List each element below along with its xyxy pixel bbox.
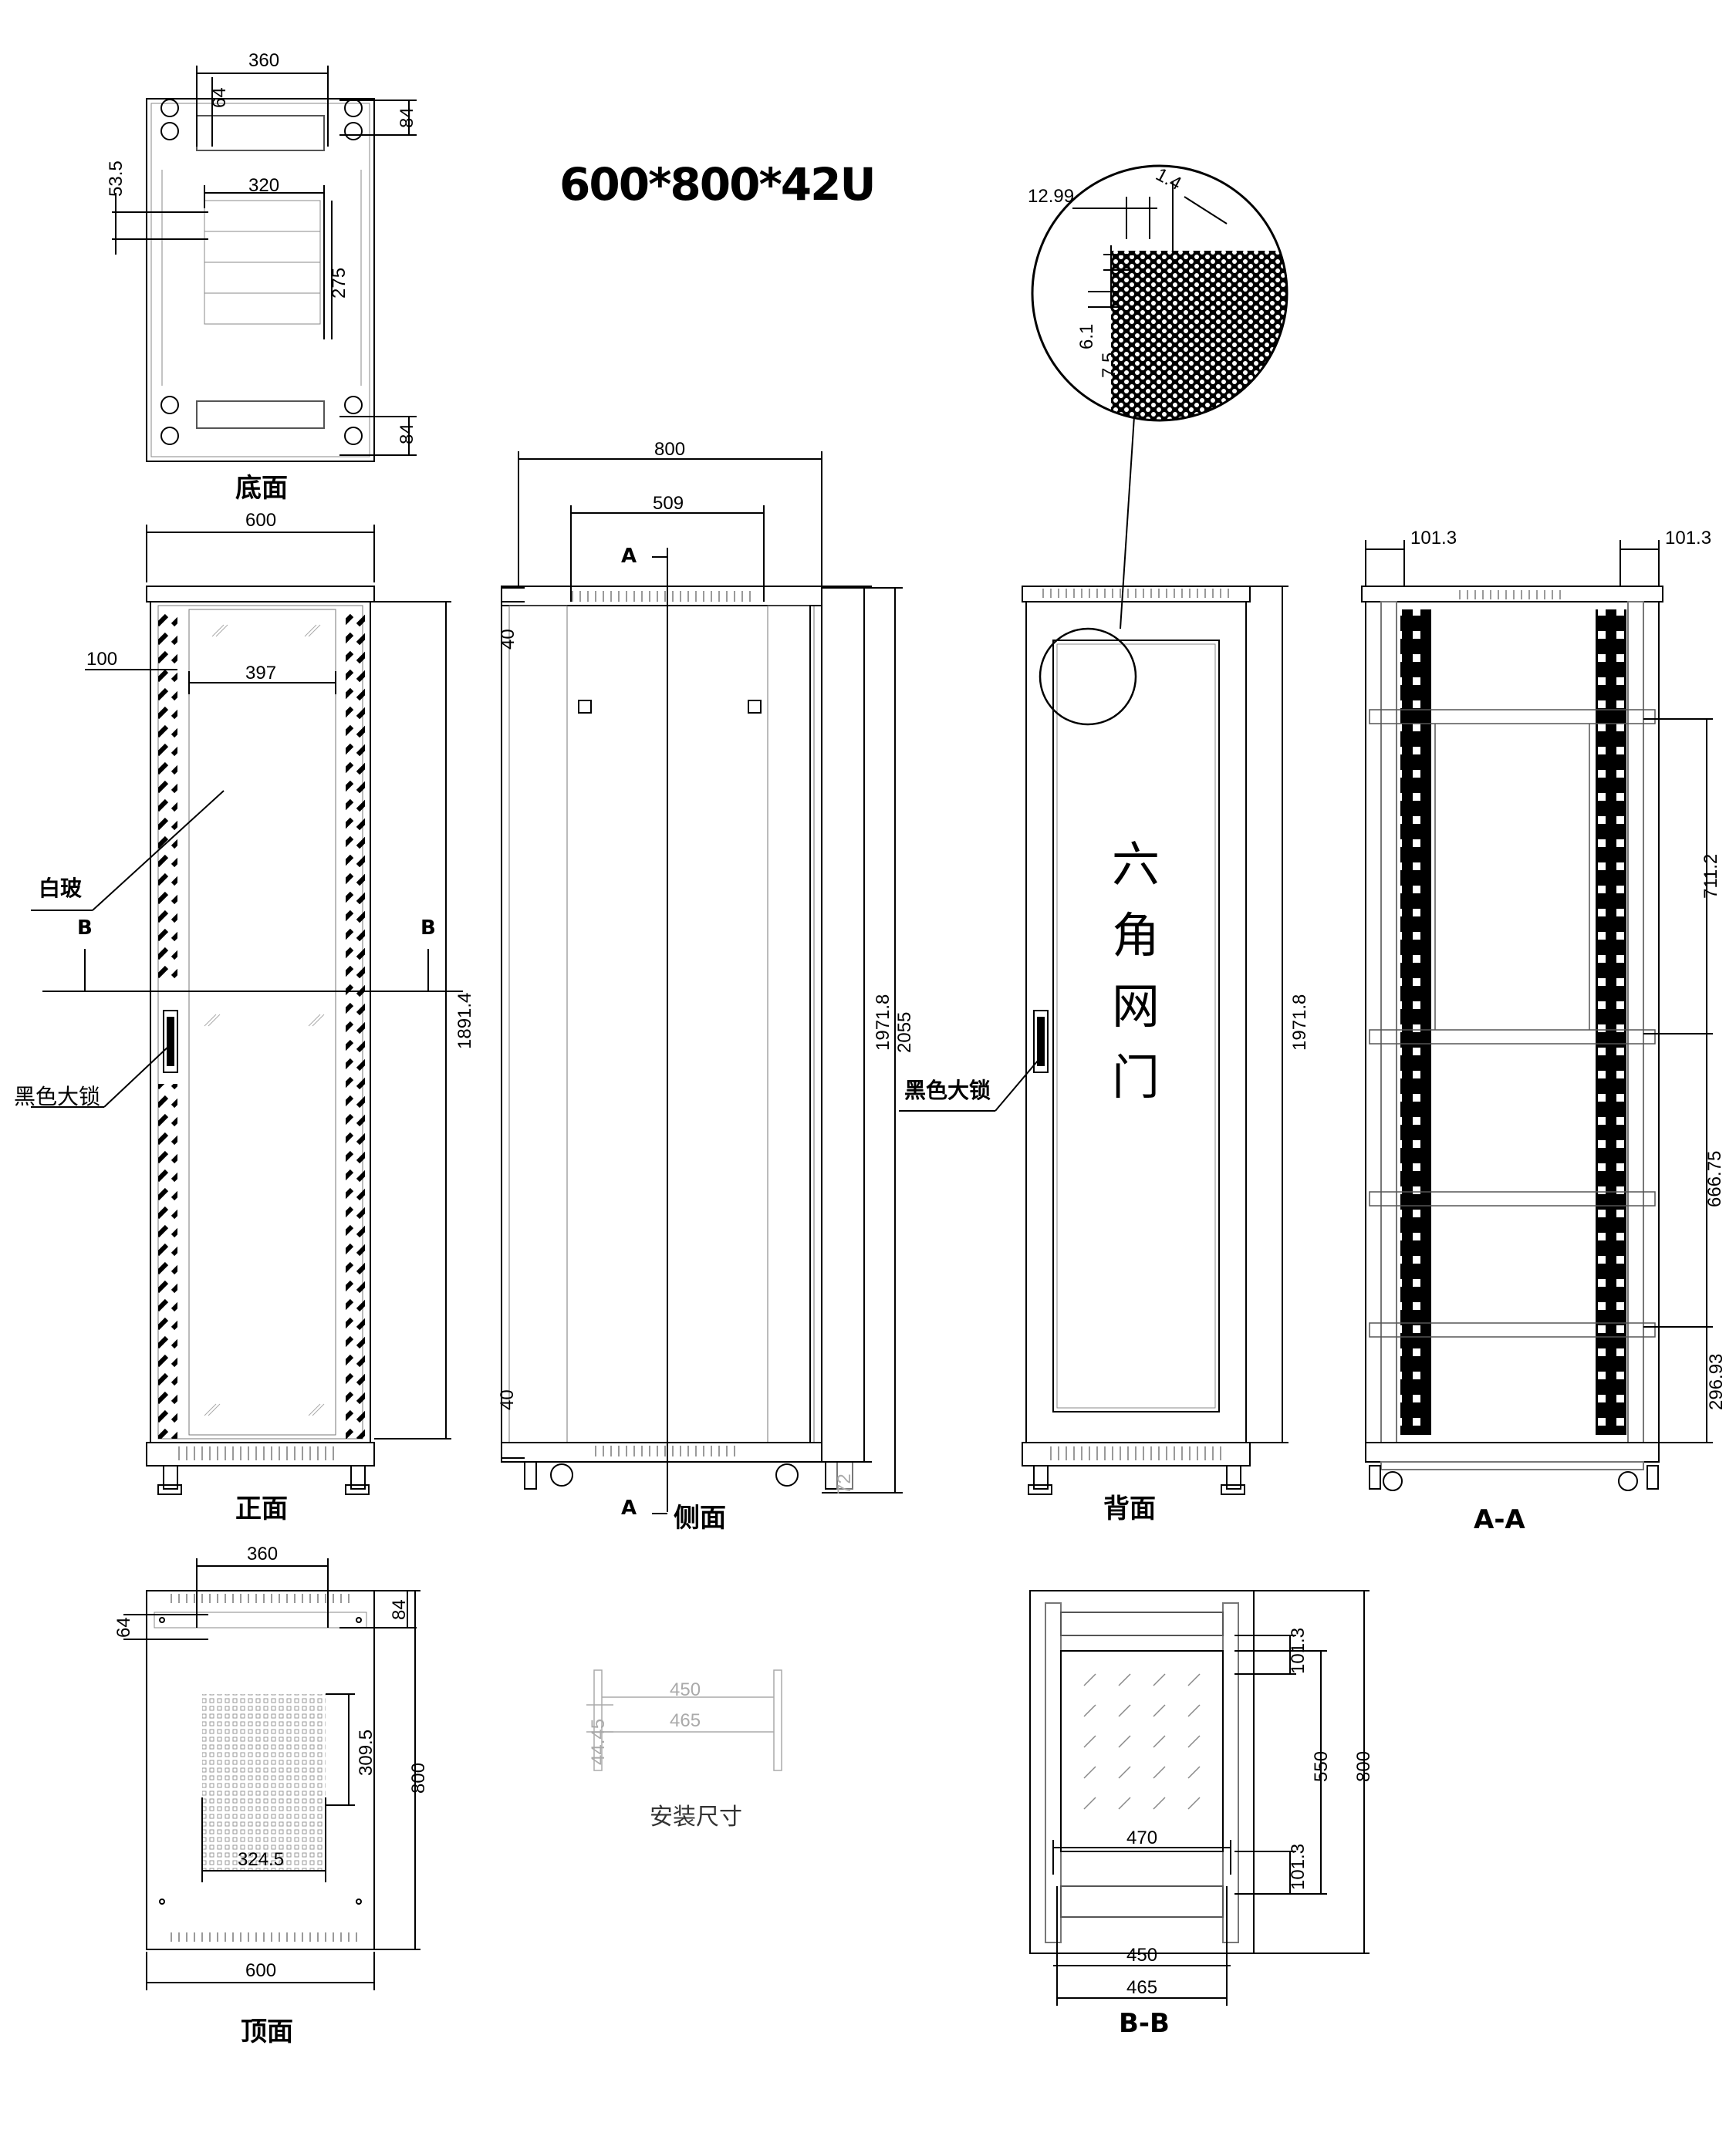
dim-top-309: 309.5: [356, 1730, 377, 1776]
dim-front-600: 600: [245, 510, 276, 531]
dim-bb-550: 550: [1311, 1751, 1332, 1782]
dim-side-2055: 2055: [894, 1012, 915, 1053]
install-size-label: 安装尺寸: [650, 1804, 742, 1831]
dim-aa-666: 666.75: [1704, 1151, 1725, 1207]
mesh-door-char-2: 角: [1111, 907, 1160, 964]
dim-bottom-53: 53.5: [106, 160, 127, 197]
dim-detail-12: 12.99: [1028, 186, 1074, 207]
bottom-view: [112, 66, 417, 462]
section-b-mark-left: B: [77, 916, 93, 940]
dim-top-324: 324.5: [238, 1849, 284, 1870]
dim-bb-450: 450: [1126, 1945, 1157, 1966]
side-view-label: 侧面: [674, 1503, 726, 1534]
dim-install-44: 44.45: [588, 1719, 609, 1765]
section-bb-view: [1029, 1590, 1370, 2006]
dim-side-1971: 1971.8: [873, 994, 893, 1051]
dim-bb-470: 470: [1126, 1828, 1157, 1848]
dim-front-100: 100: [86, 649, 117, 670]
dim-bottom-84a: 84: [397, 107, 417, 128]
mesh-door-label: 六 角 网 门: [1105, 829, 1167, 1113]
dim-bottom-84b: 84: [397, 424, 417, 444]
dim-bb-800: 800: [1353, 1751, 1374, 1782]
dim-aa-296: 296.93: [1706, 1354, 1727, 1410]
dim-aa-101b: 101.3: [1665, 528, 1711, 548]
dim-top-84: 84: [389, 1599, 410, 1620]
mesh-door-char-3: 网: [1111, 978, 1160, 1034]
section-a-mark-top: A: [621, 545, 637, 568]
glass-note: 白玻: [39, 876, 83, 901]
top-view: [123, 1558, 420, 1990]
section-bb-label: B-B: [1119, 2008, 1170, 2039]
section-a-mark-bottom: A: [621, 1497, 637, 1520]
dim-side-40a: 40: [498, 629, 518, 650]
dim-front-1891: 1891.4: [454, 993, 475, 1049]
dim-side-40b: 40: [497, 1389, 518, 1410]
bottom-view-label: 底面: [235, 473, 288, 504]
install-size-figure: [586, 1669, 782, 1771]
side-lock-note: 黑色大锁: [904, 1078, 991, 1103]
dim-side-72: 72: [834, 1473, 855, 1494]
dim-bottom-275: 275: [329, 268, 350, 299]
dim-detail-61: 6.1: [1076, 324, 1097, 349]
drawing-title: 600*800*42U: [559, 158, 876, 211]
dim-bb-101b: 101.3: [1288, 1844, 1309, 1890]
front-lock-note: 黑色大锁: [14, 1084, 101, 1109]
dim-side-800: 800: [654, 439, 685, 460]
dim-install-450: 450: [670, 1679, 701, 1700]
mesh-door-char-4: 门: [1111, 1049, 1160, 1105]
section-b-mark-right: B: [420, 916, 436, 940]
dim-bottom-360: 360: [248, 50, 279, 71]
dim-front-397: 397: [245, 663, 276, 683]
dim-top-64: 64: [113, 1617, 134, 1638]
dim-install-465: 465: [670, 1710, 701, 1731]
front-view-label: 正面: [235, 1494, 288, 1524]
dim-bottom-64: 64: [209, 87, 230, 108]
side-view: [501, 451, 903, 1514]
dim-bb-465: 465: [1126, 1977, 1157, 1998]
dim-aa-711: 711.2: [1701, 854, 1721, 899]
mesh-door-char-1: 六: [1111, 836, 1160, 893]
dim-top-360: 360: [247, 1544, 278, 1564]
dim-side-509: 509: [653, 493, 684, 514]
dim-bottom-320: 320: [248, 175, 279, 196]
front-view: [31, 525, 463, 1495]
section-aa-label: A-A: [1474, 1504, 1525, 1535]
back-view: [899, 416, 1288, 1495]
back-view-label: 背面: [1103, 1494, 1156, 1524]
top-view-label: 顶面: [241, 2017, 293, 2047]
section-aa-view: [1361, 540, 1713, 1491]
dim-detail-75: 7.5: [1099, 353, 1120, 378]
dim-top-800: 800: [408, 1763, 429, 1794]
dim-bb-101a: 101.3: [1288, 1628, 1309, 1674]
dim-top-600: 600: [245, 1960, 276, 1981]
dim-back-1971: 1971.8: [1289, 994, 1310, 1051]
dim-aa-101a: 101.3: [1410, 528, 1457, 548]
